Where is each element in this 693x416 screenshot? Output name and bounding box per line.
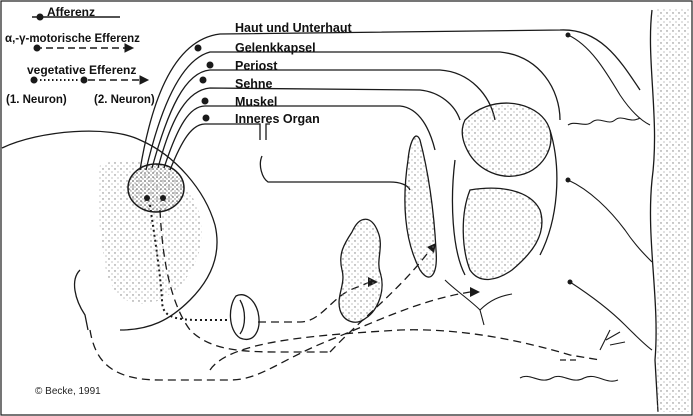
label-muskel: Muskel xyxy=(235,96,277,109)
dot-muskel xyxy=(202,98,209,105)
dot-organ xyxy=(203,115,210,122)
fiber-dots xyxy=(195,45,214,122)
skin-wave-2 xyxy=(520,376,618,381)
skin-nerve-1 xyxy=(568,35,650,125)
legend-neuron-1: (1. Neuron) xyxy=(6,95,67,107)
label-sehne: Sehne xyxy=(235,78,273,91)
legend-afferenz: Afferenz xyxy=(47,6,95,18)
skin-nerve-3 xyxy=(570,282,652,350)
legend-vegetative-efferenz: vegetative Efferenz xyxy=(27,64,136,76)
afferenz-dot xyxy=(37,14,43,20)
motor-arrow-1 xyxy=(470,287,480,297)
label-gelenkkapsel: Gelenkkapsel xyxy=(235,42,316,55)
skin-receptors xyxy=(566,33,573,285)
skin-branch xyxy=(600,330,625,350)
skin-nerves xyxy=(520,35,652,381)
label-periost: Periost xyxy=(235,60,277,73)
dorsal-horn xyxy=(128,164,184,212)
label-inneres-organ: Inneres Organ xyxy=(235,113,320,126)
bone-head xyxy=(462,103,551,176)
veg-efferenz-arrow xyxy=(140,76,148,84)
fiber-organ-a xyxy=(170,124,270,170)
joint-nerve-b xyxy=(480,310,484,325)
joint xyxy=(452,103,556,279)
veg-neuron1-dot xyxy=(31,77,37,83)
spinal-root xyxy=(75,270,88,330)
dot-gelenk xyxy=(195,45,202,52)
dot-periost xyxy=(207,62,214,69)
copyright-text: © Becke, 1991 xyxy=(35,386,101,397)
receptor-1 xyxy=(566,33,571,38)
receptor-2 xyxy=(566,178,571,183)
skin-layer xyxy=(656,8,690,412)
ganglion-inner xyxy=(240,300,245,334)
dot-sehne xyxy=(200,77,207,84)
neuron-dot-b xyxy=(160,195,166,201)
skin-wave-1 xyxy=(568,118,640,125)
receptor-3 xyxy=(568,280,573,285)
afferent-fibers xyxy=(140,30,640,190)
label-haut: Haut und Unterhaut xyxy=(235,22,352,35)
motor-efferenz-dot xyxy=(34,45,40,51)
legend-motor-efferenz: α,-γ-motorische Efferenz xyxy=(5,34,140,46)
legend-neuron-2: (2. Neuron) xyxy=(94,95,155,107)
skin-nerve-2 xyxy=(568,180,652,262)
fiber-organ-b xyxy=(260,156,410,190)
motor-line-2 xyxy=(90,292,470,380)
joint-nerves xyxy=(445,280,512,325)
fiber-haut xyxy=(140,30,640,170)
bone-lower xyxy=(463,188,542,279)
inner-organ xyxy=(339,219,382,322)
veg-neuron2-dot xyxy=(81,77,87,83)
motor-line-3 xyxy=(210,330,600,370)
muscle xyxy=(405,136,436,277)
neuron-dot-a xyxy=(144,195,150,201)
